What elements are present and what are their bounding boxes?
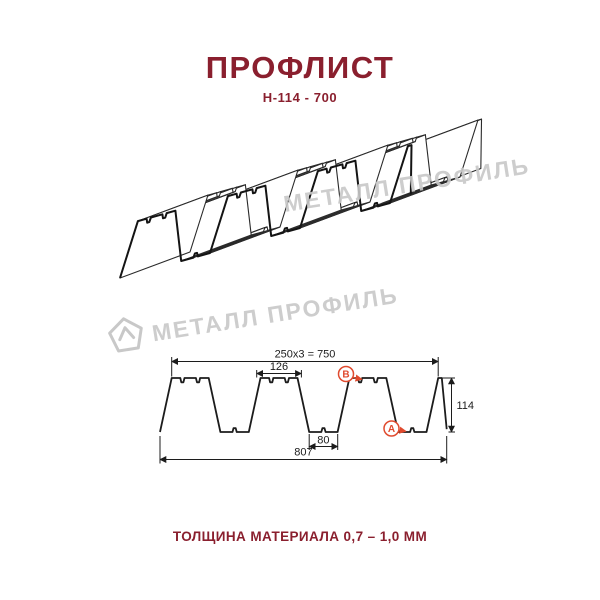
dimension-label-114: 114	[457, 400, 475, 412]
marker-b-circle	[337, 365, 355, 383]
dimension-top-750: 250x3 = 750	[170, 349, 439, 377]
marker-a-circle	[383, 420, 400, 437]
watermark-bottom: МЕТАЛЛ ПРОФИЛЬ	[108, 282, 400, 353]
marker-a-label: A	[388, 424, 395, 435]
cut-edge-outline	[119, 144, 413, 279]
material-thickness-note: ТОЛЩИНА МАТЕРИАЛА 0,7 – 1,0 ММ	[172, 529, 428, 544]
profile-model-subtitle: Н-114 - 700	[262, 90, 338, 105]
marker-b-label: B	[342, 370, 349, 381]
dimension-valley-80: 80	[308, 434, 339, 450]
logo-chevron-icon	[118, 326, 136, 342]
logo-pentagon-icon	[108, 317, 143, 353]
cross-section-outline	[159, 377, 448, 433]
marker-leader-line	[352, 374, 363, 382]
marker-b: B	[337, 365, 363, 383]
dimension-height-114: 114	[442, 377, 475, 433]
marker-leader-line	[398, 426, 407, 434]
marker-a: A	[383, 420, 407, 437]
watermark-text: МЕТАЛЛ ПРОФИЛЬ	[150, 282, 400, 347]
dimension-label-750: 250x3 = 750	[275, 349, 336, 361]
page-title: ПРОФЛИСТ	[205, 50, 395, 85]
dimension-total-807: 807	[159, 436, 448, 464]
profile-3d-view	[119, 118, 483, 279]
dimension-label-807: 807	[294, 447, 312, 459]
cross-section-view	[159, 377, 448, 433]
dimension-label-126: 126	[270, 361, 288, 373]
dimension-crest-126: 126	[256, 361, 303, 378]
metall-profil-logo	[108, 317, 143, 353]
dimension-label-80: 80	[317, 435, 329, 447]
